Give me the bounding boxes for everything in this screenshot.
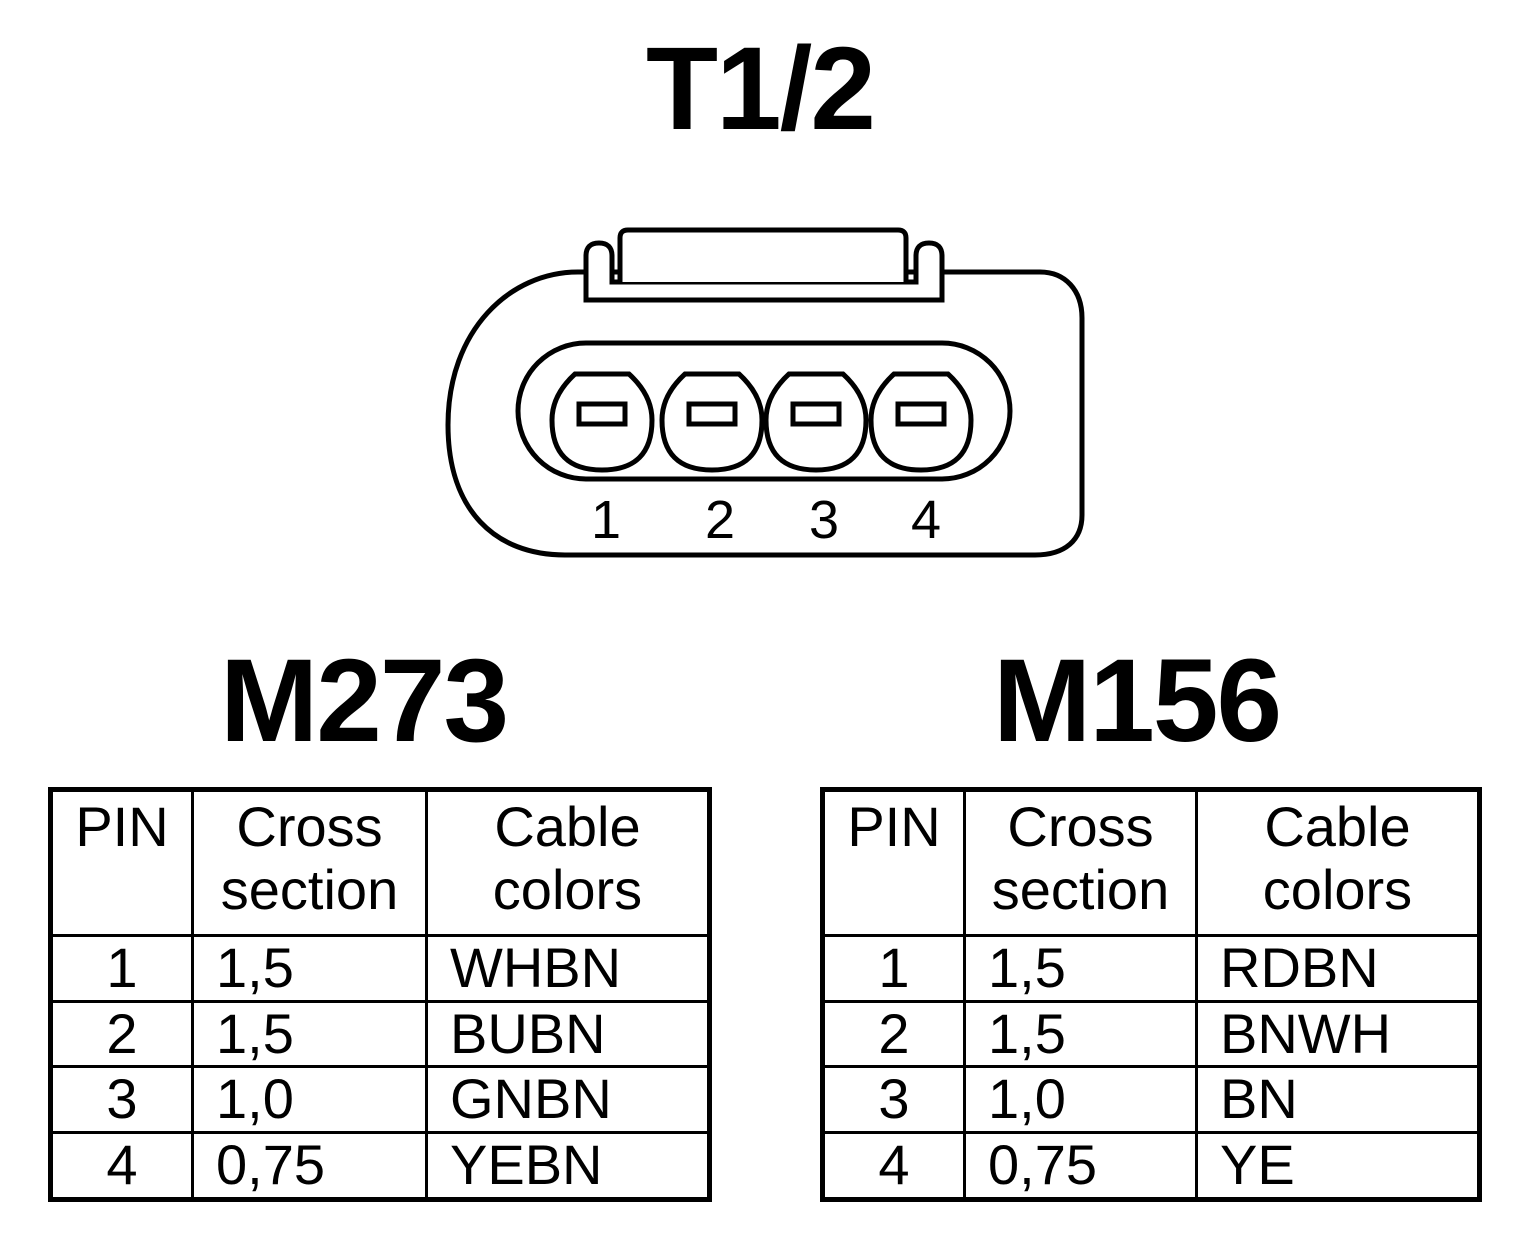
- cell-cable-color: BNWH: [1195, 999, 1481, 1069]
- pin-2: [659, 371, 765, 473]
- pin-table-m273: PIN Cross section Cable colors 1 1,5 WHB…: [48, 787, 712, 1202]
- pin-label-2: 2: [705, 490, 735, 550]
- header-cross-line2: section: [991, 857, 1170, 921]
- cell-cross-section: 0,75: [963, 1131, 1198, 1201]
- cell-cross-section: 1,5: [191, 934, 428, 1003]
- cell-cable-color: YE: [1195, 1131, 1481, 1201]
- table-row: 4 0,75 YEBN: [49, 1131, 711, 1201]
- pin-3: [763, 371, 869, 473]
- header-colors-line2: colors: [1262, 857, 1413, 921]
- cell-cable-color: BUBN: [425, 999, 711, 1069]
- header-colors-line1: Cable: [494, 795, 641, 858]
- cell-cable-color: WHBN: [425, 934, 711, 1003]
- header-cross-line2: section: [220, 857, 399, 921]
- cell-pin: 3: [821, 1065, 966, 1135]
- table-row: 4 0,75 YE: [821, 1131, 1481, 1201]
- cell-cross-section: 1,5: [191, 999, 428, 1069]
- pin-label-1: 1: [591, 490, 621, 550]
- table-title-m273: M273: [220, 635, 509, 767]
- header-pin: PIN: [49, 788, 194, 937]
- header-cable-colors: Cable colors: [425, 788, 711, 937]
- header-cross-line1: Cross: [236, 795, 383, 858]
- table-header-row: PIN Cross section Cable colors: [49, 788, 711, 937]
- connector-latch-tab: [617, 227, 909, 282]
- table-row: 3 1,0 GNBN: [49, 1065, 711, 1135]
- pin-table-m156: PIN Cross section Cable colors 1 1,5 RDB…: [820, 787, 1482, 1202]
- header-cross-section: Cross section: [191, 788, 428, 937]
- header-pin: PIN: [821, 788, 966, 937]
- cell-pin: 1: [49, 934, 194, 1003]
- cell-cross-section: 1,0: [963, 1065, 1198, 1135]
- cell-cross-section: 1,0: [191, 1065, 428, 1135]
- connector-title: T1/2: [645, 23, 876, 155]
- header-colors-line2: colors: [492, 857, 643, 921]
- cell-cable-color: YEBN: [425, 1131, 711, 1201]
- connector-diagram: 1 2 3 4: [445, 227, 1085, 558]
- cell-pin: 1: [821, 934, 966, 1003]
- table-row: 1 1,5 RDBN: [821, 934, 1481, 1003]
- cell-cross-section: 1,5: [963, 999, 1198, 1069]
- table-header-row: PIN Cross section Cable colors: [821, 788, 1481, 937]
- header-colors-line1: Cable: [1264, 795, 1411, 858]
- header-cable-colors: Cable colors: [1195, 788, 1481, 937]
- cell-pin: 3: [49, 1065, 194, 1135]
- table-row: 2 1,5 BNWH: [821, 999, 1481, 1069]
- table-row: 1 1,5 WHBN: [49, 934, 711, 1003]
- table-row: 3 1,0 BN: [821, 1065, 1481, 1135]
- pin-1: [549, 371, 655, 473]
- pin-label-4: 4: [911, 490, 941, 550]
- table-row: 2 1,5 BUBN: [49, 999, 711, 1069]
- cell-pin: 2: [49, 999, 194, 1069]
- pin-4: [868, 371, 974, 473]
- cell-cable-color: BN: [1195, 1065, 1481, 1135]
- connector-latch: [583, 240, 945, 303]
- header-cross-section: Cross section: [963, 788, 1198, 937]
- pin-label-3: 3: [809, 490, 839, 550]
- cell-pin: 2: [821, 999, 966, 1069]
- cell-cable-color: RDBN: [1195, 934, 1481, 1003]
- cell-pin: 4: [821, 1131, 966, 1201]
- header-cross-line1: Cross: [1007, 795, 1154, 858]
- cell-cable-color: GNBN: [425, 1065, 711, 1135]
- cell-cross-section: 0,75: [191, 1131, 428, 1201]
- cell-pin: 4: [49, 1131, 194, 1201]
- table-title-m156: M156: [993, 635, 1282, 767]
- cell-cross-section: 1,5: [963, 934, 1198, 1003]
